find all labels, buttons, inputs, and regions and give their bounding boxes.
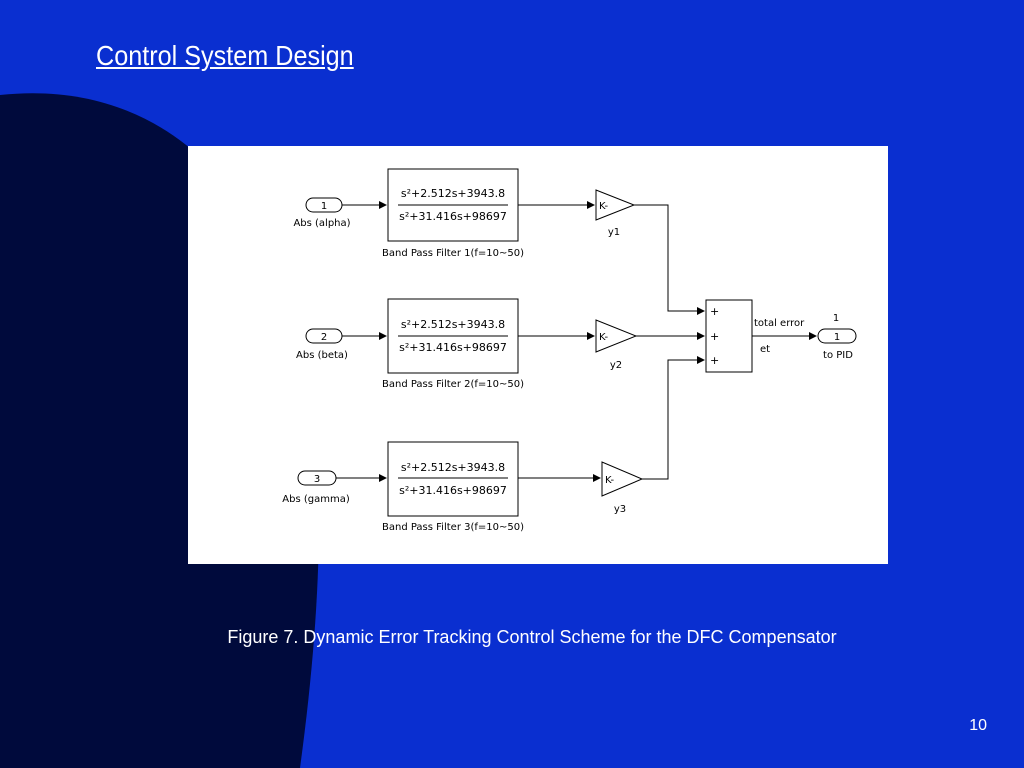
filter-2-label: Band Pass Filter 2(f=10~50): [382, 379, 524, 390]
input-port-3-label: Abs (gamma): [282, 494, 350, 505]
output-port-1[interactable]: 1: [817, 328, 857, 344]
diagram-canvas: 1 Abs (alpha) s²+2.512s+3943.8 s²+31.416…: [282, 168, 857, 533]
input-port-3[interactable]: 3: [297, 470, 337, 486]
total-error-label: total error: [754, 318, 805, 329]
filter-2-denominator: s²+31.416s+98697: [399, 341, 507, 354]
gain-2-symbol: K-: [599, 332, 609, 343]
gain-1-label: y1: [608, 227, 620, 238]
et-signal-label: et: [760, 344, 770, 355]
block-diagram: 1 Abs (alpha) s²+2.512s+3943.8 s²+31.416…: [188, 146, 888, 564]
filter-3-denominator: s²+31.416s+98697: [399, 484, 507, 497]
output-port-number: 1: [834, 332, 840, 343]
sum-sign-3: +: [710, 354, 719, 367]
input-port-1-label: Abs (alpha): [293, 218, 350, 229]
gain-2-label: y2: [610, 360, 622, 371]
figure-caption: Figure 7. Dynamic Error Tracking Control…: [227, 627, 837, 647]
filter-2-numerator: s²+2.512s+3943.8: [401, 318, 505, 331]
filter-3-label: Band Pass Filter 3(f=10~50): [382, 522, 524, 533]
filter-1-denominator: s²+31.416s+98697: [399, 210, 507, 223]
filter-3-numerator: s²+2.512s+3943.8: [401, 461, 505, 474]
gain-1-symbol: K-: [599, 201, 609, 212]
filter-1-numerator: s²+2.512s+3943.8: [401, 187, 505, 200]
gain-3-label: y3: [614, 504, 626, 515]
band-pass-filter-1[interactable]: s²+2.512s+3943.8 s²+31.416s+98697: [387, 168, 519, 242]
input-port-2-label: Abs (beta): [296, 350, 348, 361]
slide-title: Control System Design: [96, 40, 354, 71]
gain-block-y1[interactable]: K-: [595, 189, 636, 221]
gain-3-symbol: K-: [605, 475, 615, 486]
sum-sign-2: +: [710, 330, 719, 343]
gain-block-y3[interactable]: K-: [601, 461, 644, 497]
input-port-3-number: 3: [314, 474, 320, 485]
sum-sign-1: +: [710, 305, 719, 318]
band-pass-filter-2[interactable]: s²+2.512s+3943.8 s²+31.416s+98697: [387, 298, 519, 374]
input-port-1[interactable]: 1: [305, 197, 343, 213]
gain-block-y2[interactable]: K-: [595, 319, 638, 353]
output-port-label: to PID: [823, 350, 853, 361]
page-number: 10: [969, 717, 987, 734]
input-port-1-number: 1: [321, 201, 327, 212]
filter-1-label: Band Pass Filter 1(f=10~50): [382, 248, 524, 259]
input-port-2[interactable]: 2: [305, 328, 343, 344]
band-pass-filter-3[interactable]: s²+2.512s+3943.8 s²+31.416s+98697: [387, 441, 519, 517]
output-port-top-number: 1: [833, 313, 839, 324]
input-port-2-number: 2: [321, 332, 327, 343]
sum-block[interactable]: + + +: [705, 299, 753, 373]
